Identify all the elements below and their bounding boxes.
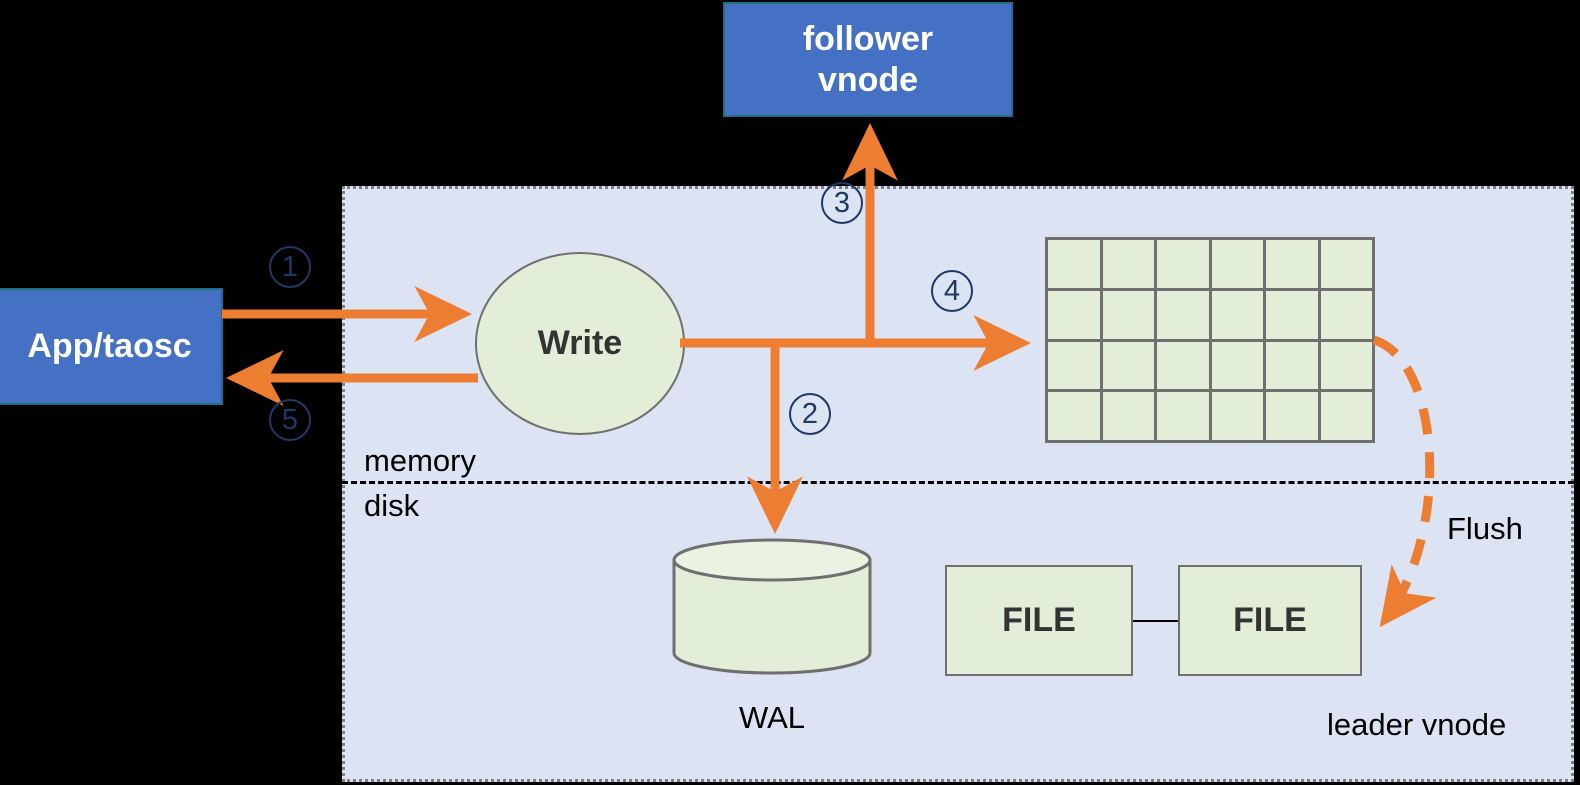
step-number-1: 1	[269, 246, 311, 288]
memtable-cell	[1320, 341, 1372, 390]
memtable-cell	[1266, 341, 1318, 390]
memtable-cell	[1102, 392, 1154, 440]
memtable-cell	[1102, 341, 1154, 390]
memory-label: memory	[364, 443, 476, 478]
follower-vnode-box: follower vnode	[723, 2, 1013, 117]
memtable-cell	[1157, 290, 1209, 339]
wal-cylinder	[672, 538, 872, 675]
follower-vnode-line2: vnode	[817, 60, 919, 99]
memtable-cell	[1266, 290, 1318, 339]
follower-vnode-line1: follower	[802, 20, 934, 59]
leader-vnode-label: leader vnode	[1327, 707, 1507, 742]
memtable-cell	[1102, 290, 1154, 339]
memtable-cell	[1211, 290, 1263, 339]
step-number-2: 2	[789, 393, 831, 435]
file-connector-line	[1133, 620, 1178, 622]
file-box-2: FILE	[1178, 565, 1362, 676]
memtable-cell	[1048, 240, 1100, 288]
memtable-cell	[1157, 341, 1209, 390]
step-number-3: 3	[821, 182, 863, 224]
disk-label: disk	[364, 488, 420, 523]
flush-label: Flush	[1447, 511, 1523, 546]
memtable-cell	[1048, 392, 1100, 440]
memtable-cell	[1157, 240, 1209, 288]
memtable-cell	[1048, 341, 1100, 390]
app-taosc-box: App/taosc	[0, 288, 223, 405]
follower-vnode-label: follower vnode	[803, 19, 933, 99]
step-number-5: 5	[269, 399, 311, 441]
memtable-cell	[1266, 240, 1318, 288]
write-node: Write	[475, 252, 685, 435]
memtable-cell	[1320, 240, 1372, 288]
memtable-cell	[1211, 341, 1263, 390]
memtable-cell	[1211, 392, 1263, 440]
memtable-cell	[1320, 392, 1372, 440]
memtable-cell	[1048, 290, 1100, 339]
memtable-cell	[1266, 392, 1318, 440]
memtable-grid	[1045, 237, 1375, 443]
memtable-cell	[1320, 290, 1372, 339]
step-number-4: 4	[931, 270, 973, 312]
wal-cylinder-shape	[672, 538, 872, 675]
memtable-cell	[1102, 240, 1154, 288]
memtable-cell	[1211, 240, 1263, 288]
memory-disk-divider	[342, 481, 1574, 484]
memtable-cell	[1157, 392, 1209, 440]
wal-label: WAL	[738, 700, 806, 735]
file-box-1: FILE	[945, 565, 1133, 676]
